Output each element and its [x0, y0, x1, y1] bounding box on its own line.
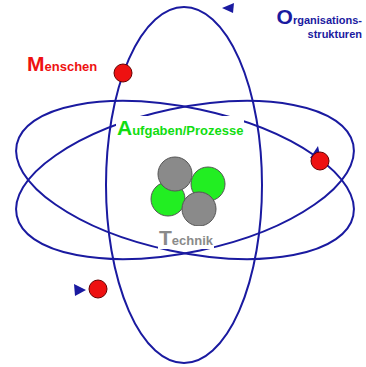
- technology-label: Technik: [158, 226, 214, 249]
- orbit-ellipse: [2, 74, 366, 286]
- electron-dot: [114, 64, 132, 82]
- organisation-label: Organisations- strukturen: [261, 5, 363, 40]
- orbit-ellipse: [106, 7, 262, 363]
- nucleus-ball: [158, 157, 192, 191]
- electron-dot: [89, 280, 107, 298]
- people-label: Menschen: [26, 52, 98, 75]
- orbit-arrowhead: [222, 3, 234, 13]
- nucleus-ball: [182, 192, 216, 226]
- orbit-ellipse: [2, 74, 366, 286]
- electron-dot: [311, 152, 329, 170]
- orbit-arrowhead: [74, 284, 86, 296]
- tasks-label: Aufgaben/Prozesse: [116, 116, 244, 139]
